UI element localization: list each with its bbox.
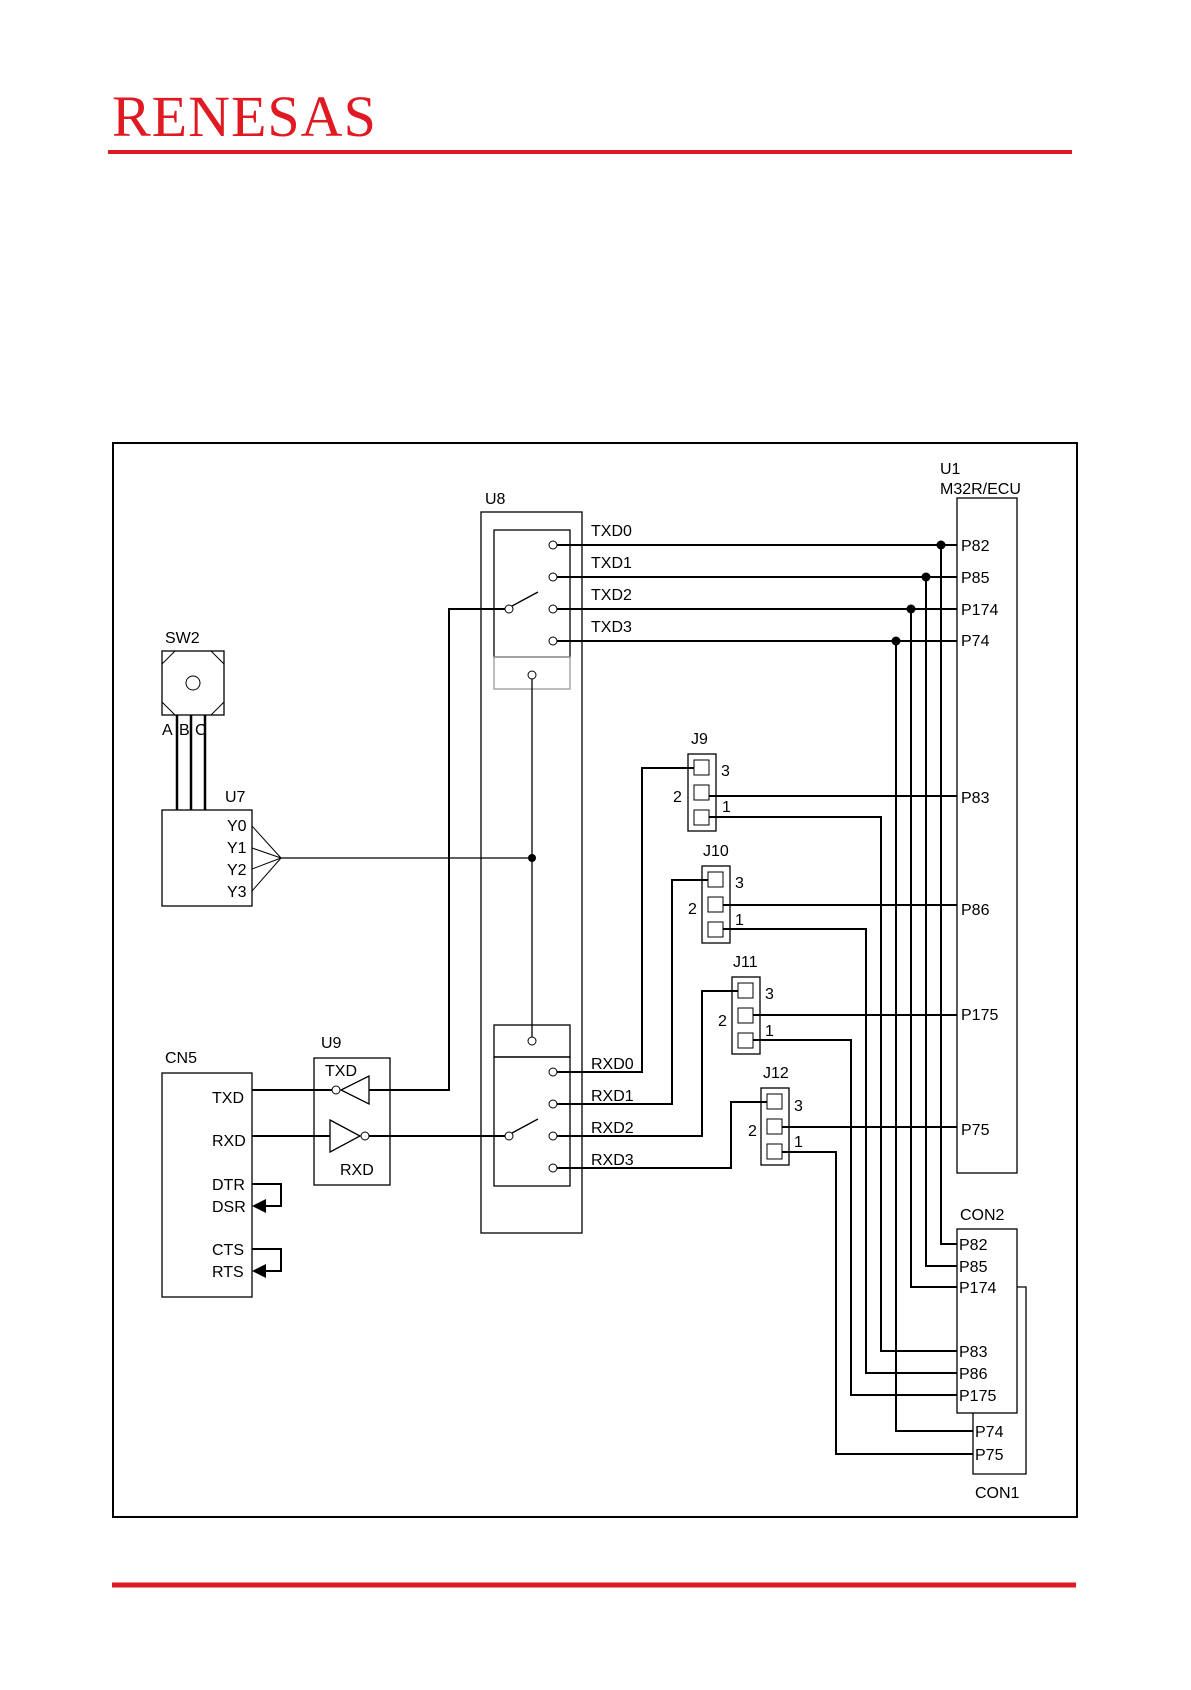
u9-ref: U9 xyxy=(321,1035,342,1052)
con2-pin-p174: P174 xyxy=(959,1280,996,1297)
u8-txd3: TXD3 xyxy=(591,619,632,636)
u9-txd-label: TXD xyxy=(325,1063,357,1080)
cn5-pin-dtr: DTR xyxy=(212,1177,245,1194)
j9-pin2: 2 xyxy=(673,789,682,806)
u7-y0: Y0 xyxy=(227,818,247,835)
j11-pin2: 2 xyxy=(718,1013,727,1030)
u7-y3: Y3 xyxy=(227,884,247,901)
con1-ref: CON1 xyxy=(975,1485,1020,1502)
con2-pin-p175: P175 xyxy=(959,1388,996,1405)
u9-block: U9 TXD RXD xyxy=(314,1035,390,1185)
j12-pin3: 3 xyxy=(794,1098,803,1115)
j10-pin2: 2 xyxy=(688,901,697,918)
junction-dots xyxy=(892,541,946,646)
cn5-pin-rxd: RXD xyxy=(212,1133,246,1150)
j9-pin3: 3 xyxy=(721,763,730,780)
u8-rxd0: RXD0 xyxy=(591,1056,634,1073)
u8-rxd2: RXD2 xyxy=(591,1120,634,1137)
u1-ref: U1 xyxy=(940,461,961,478)
cn5-ref: CN5 xyxy=(165,1050,197,1067)
u7-y2: Y2 xyxy=(227,862,247,879)
j11-pin3: 3 xyxy=(765,986,774,1003)
u1-pin-p75: P75 xyxy=(961,1122,990,1139)
u8-ref: U8 xyxy=(485,491,506,508)
j10-pin3: 3 xyxy=(735,875,744,892)
sw2-pin-b: B xyxy=(179,722,190,739)
j9-ref: J9 xyxy=(691,731,708,748)
u1-pin-p83: P83 xyxy=(961,790,990,807)
u7-ref: U7 xyxy=(225,789,246,806)
diagram-frame xyxy=(113,443,1077,1517)
con2-pin-p82: P82 xyxy=(959,1237,988,1254)
u1-pin-p74: P74 xyxy=(961,633,990,650)
cn5-block: CN5 TXD RXD DTR DSR CTS RTS xyxy=(162,1050,281,1297)
con2-pin-p86: P86 xyxy=(959,1366,988,1383)
cn5-pin-dsr: DSR xyxy=(212,1199,246,1216)
logo-text: RENESAS xyxy=(112,84,377,149)
j11-ref: J11 xyxy=(733,954,758,971)
j9-pin1: 1 xyxy=(722,799,731,816)
cn5-pin-cts: CTS xyxy=(212,1242,244,1259)
j10-pin1: 1 xyxy=(735,912,744,929)
u8-rxd1: RXD1 xyxy=(591,1088,634,1105)
cn5-pin-rts: RTS xyxy=(212,1264,244,1281)
u8-block: U8 TXD0 TXD1 TXD2 TXD3 RXD0 RXD1 RXD2 RX… xyxy=(481,491,634,1233)
con2-pin-p85: P85 xyxy=(959,1259,988,1276)
con2-pin-p83: P83 xyxy=(959,1344,988,1361)
sw2-ref: SW2 xyxy=(165,630,200,647)
u1-pin-p86: P86 xyxy=(961,902,990,919)
u7-y1: Y1 xyxy=(227,840,247,857)
u1-pin-p82: P82 xyxy=(961,538,990,555)
sw2-pin-a: A xyxy=(162,722,173,739)
j12-pin1: 1 xyxy=(794,1134,803,1151)
serial-wiring xyxy=(252,609,505,1136)
u1-part: M32R/ECU xyxy=(940,481,1021,498)
renesas-logo: RENESAS xyxy=(112,84,377,149)
sw2-block: SW2 A B C xyxy=(162,630,224,810)
u1-pin-p85: P85 xyxy=(961,570,990,587)
j10-ref: J10 xyxy=(703,843,729,860)
u1-block: U1 M32R/ECU P82 P85 P174 P74 P83 P86 P17… xyxy=(940,461,1021,1173)
u1-pin-p174: P174 xyxy=(961,602,998,619)
u8-txd0: TXD0 xyxy=(591,523,632,540)
u8-txd1: TXD1 xyxy=(591,555,632,572)
jumper-j12: J12 3 2 1 xyxy=(748,1065,803,1165)
u7-block: U7 Y0 Y1 Y2 Y3 xyxy=(162,789,532,906)
con1-pin-p75: P75 xyxy=(975,1447,1004,1464)
con1-pin-p74: P74 xyxy=(975,1424,1004,1441)
con2-block: CON2 P82 P85 P174 P83 P86 P175 xyxy=(957,1207,1017,1413)
j12-pin2: 2 xyxy=(748,1123,757,1140)
u1-pin-p175: P175 xyxy=(961,1007,998,1024)
j12-ref: J12 xyxy=(763,1065,789,1082)
cn5-pin-txd: TXD xyxy=(212,1090,244,1107)
u9-rxd-label: RXD xyxy=(340,1162,374,1179)
u8-rxd3: RXD3 xyxy=(591,1152,634,1169)
j11-pin1: 1 xyxy=(765,1023,774,1040)
con2-ref: CON2 xyxy=(960,1207,1005,1224)
u8-txd2: TXD2 xyxy=(591,587,632,604)
